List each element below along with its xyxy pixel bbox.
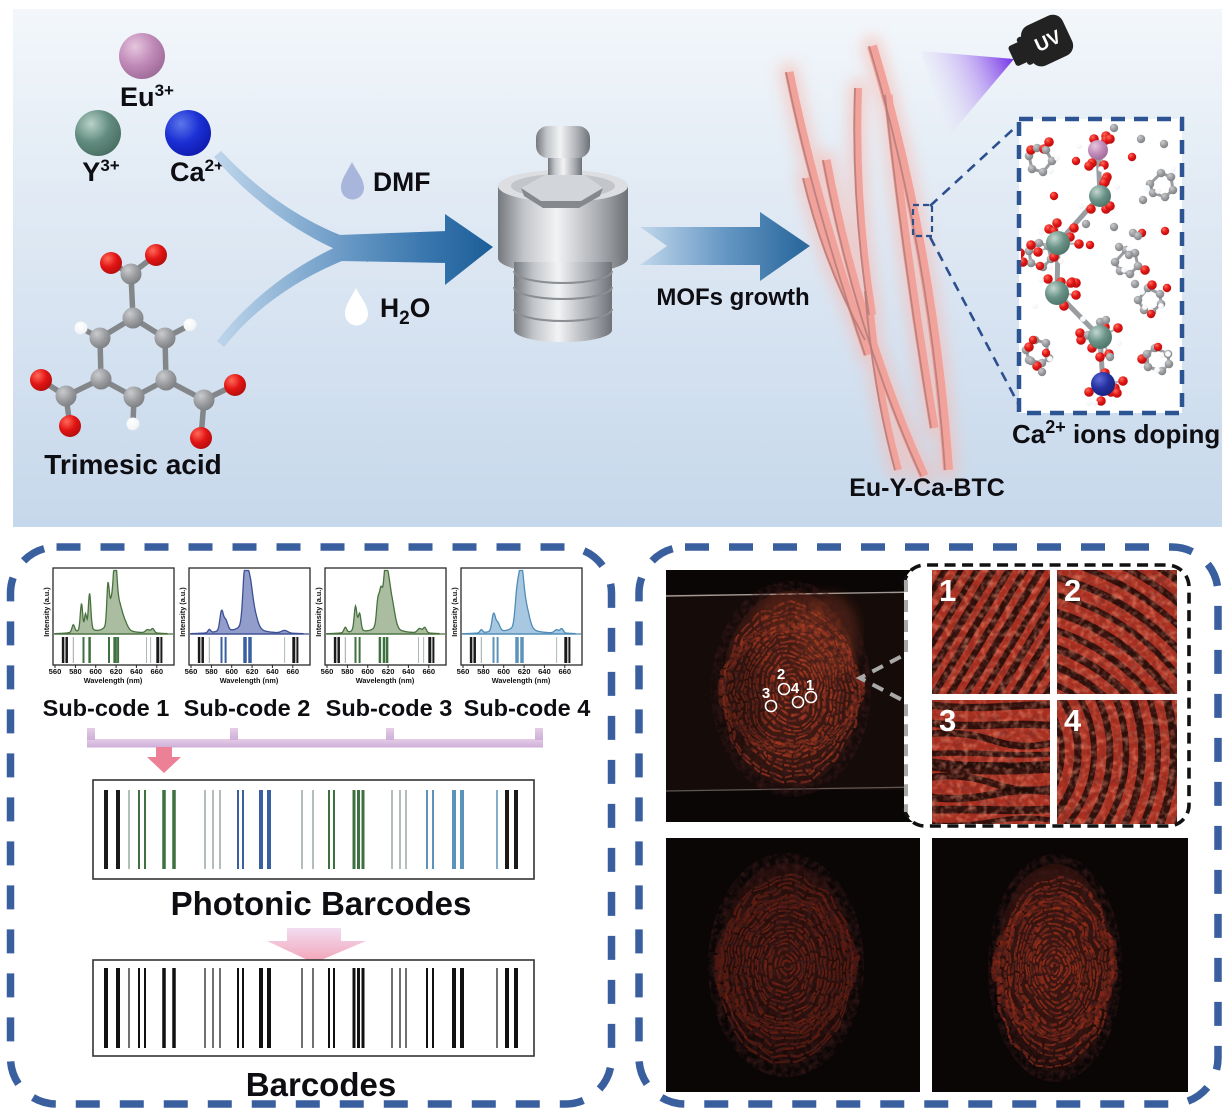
svg-text:Wavelength (nm): Wavelength (nm) [220,676,279,685]
svg-text:580: 580 [69,667,82,676]
svg-text:Trimesic acid: Trimesic acid [44,449,221,480]
svg-text:640: 640 [130,667,143,676]
svg-text:600: 600 [497,667,510,676]
svg-text:Sub-code 4: Sub-code 4 [464,695,591,721]
svg-text:600: 600 [225,667,238,676]
svg-text:Sub-code 1: Sub-code 1 [43,695,170,721]
svg-text:Wavelength (nm): Wavelength (nm) [84,676,143,685]
svg-text:Intensity (a.u.): Intensity (a.u.) [178,587,187,637]
svg-text:600: 600 [89,667,102,676]
svg-text:620: 620 [110,667,123,676]
svg-text:1: 1 [939,573,956,608]
svg-text:600: 600 [361,667,374,676]
svg-text:Barcodes: Barcodes [246,1066,396,1103]
svg-text:580: 580 [205,667,218,676]
svg-text:2: 2 [1064,573,1081,608]
svg-text:Wavelength (nm): Wavelength (nm) [356,676,415,685]
svg-text:620: 620 [518,667,531,676]
svg-text:Intensity (a.u.): Intensity (a.u.) [42,587,51,637]
svg-text:4: 4 [791,680,800,697]
svg-text:MOFs growth: MOFs growth [656,284,809,311]
svg-text:620: 620 [382,667,395,676]
svg-text:560: 560 [185,667,198,676]
svg-text:640: 640 [402,667,415,676]
svg-text:3: 3 [762,685,770,702]
svg-text:Eu-Y-Ca-BTC: Eu-Y-Ca-BTC [849,474,1005,502]
svg-text:Sub-code 2: Sub-code 2 [184,695,311,721]
svg-text:660: 660 [558,667,571,676]
svg-text:Ca2+ ions doping: Ca2+ ions doping [1012,417,1220,449]
svg-text:580: 580 [477,667,490,676]
svg-text:Photonic Barcodes: Photonic Barcodes [171,885,472,922]
svg-text:1: 1 [806,677,814,694]
svg-text:560: 560 [49,667,62,676]
svg-text:Wavelength (nm): Wavelength (nm) [492,676,551,685]
svg-text:660: 660 [286,667,299,676]
svg-text:560: 560 [457,667,470,676]
svg-text:620: 620 [246,667,259,676]
svg-text:DMF: DMF [373,167,430,197]
svg-text:640: 640 [266,667,279,676]
svg-text:660: 660 [150,667,163,676]
svg-text:Intensity (a.u.): Intensity (a.u.) [314,587,323,637]
svg-text:3: 3 [939,703,956,738]
svg-text:640: 640 [538,667,551,676]
svg-text:660: 660 [422,667,435,676]
svg-text:580: 580 [341,667,354,676]
svg-text:Sub-code 3: Sub-code 3 [326,695,453,721]
svg-text:Intensity (a.u.): Intensity (a.u.) [450,587,459,637]
svg-text:560: 560 [321,667,334,676]
svg-text:2: 2 [777,666,785,683]
svg-text:4: 4 [1064,703,1082,738]
